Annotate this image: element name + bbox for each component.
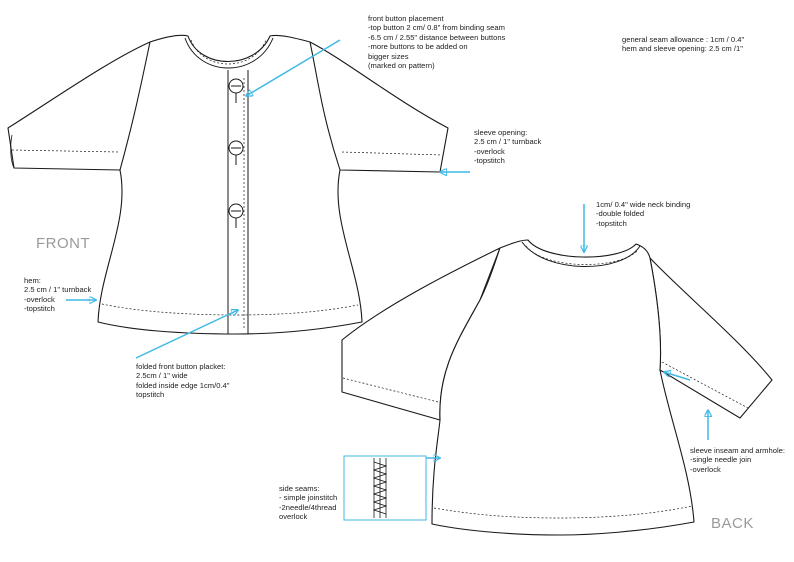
note-line: folded inside edge 1cm/0.4" <box>136 380 230 390</box>
note-line: sleeve opening: <box>474 128 528 137</box>
note-line: -topstitch <box>596 218 627 228</box>
front-buttons <box>228 78 244 228</box>
side-seam-detail-box <box>343 455 427 521</box>
note-hem: hem: 2.5 cm / 1" turnback -overlock -top… <box>24 276 91 314</box>
annotation-arrows <box>66 39 708 458</box>
note-line: general seam allowance : 1cm / 0.4" <box>622 35 745 44</box>
note-line: -more buttons to be added on <box>368 42 468 52</box>
front-label: FRONT <box>36 235 91 252</box>
back-body <box>431 239 695 536</box>
note-line: -overlock <box>24 294 55 304</box>
note-general: general seam allowance : 1cm / 0.4" hem … <box>622 35 744 54</box>
note-line: side seams: <box>279 484 320 493</box>
note-line: bigger sizes <box>368 51 409 61</box>
back-neckline-solid <box>521 241 641 267</box>
note-line: front button placement <box>368 14 444 23</box>
note-line: hem and sleeve opening: 2.5 cm /1" <box>622 44 743 54</box>
note-neck-binding: 1cm/ 0.4" wide neck binding -double fold… <box>596 200 690 228</box>
note-line: folded front button placket: <box>136 362 226 371</box>
note-line: 2.5cm / 1" wide <box>136 371 188 381</box>
note-line: -2needle/4thread <box>279 502 337 512</box>
back-garment <box>341 239 773 536</box>
note-button-placement: front button placement -top button 2 cm/… <box>368 14 505 70</box>
front-stitching <box>11 39 443 330</box>
note-line: -overlock <box>690 464 721 474</box>
note-line: (marked on pattern) <box>368 61 435 71</box>
note-line: -topstitch <box>474 156 505 166</box>
note-line: 1cm/ 0.4" wide neck binding <box>596 200 691 209</box>
note-line: overlock <box>279 512 308 522</box>
note-line: 2.5 cm / 1" turnback <box>474 137 542 147</box>
note-line: sleeve inseam and armhole: <box>690 446 785 455</box>
note-line: -top button 2 cm/ 0.8" from binding seam <box>368 23 505 33</box>
front-body <box>97 34 363 335</box>
note-line: - simple joinstitch <box>279 493 338 503</box>
note-side-seams: side seams: - simple joinstitch -2needle… <box>279 484 337 522</box>
front-neckline-solid <box>10 37 274 334</box>
note-line: -topstitch <box>24 304 55 314</box>
note-line: -double folded <box>596 209 645 219</box>
note-line: -6.5 cm / 2.55" distance between buttons <box>368 32 506 42</box>
back-right-sleeve <box>649 257 773 419</box>
arrow-placket <box>135 310 238 359</box>
note-sleeve-opening: sleeve opening: 2.5 cm / 1" turnback -ov… <box>474 128 541 166</box>
note-line: topstitch <box>136 390 165 400</box>
back-label: BACK <box>711 515 754 532</box>
note-line: hem: <box>24 276 41 285</box>
note-line: -single needle join <box>690 455 752 465</box>
front-garment <box>7 34 449 335</box>
arrow-sleeve-inseam <box>664 372 691 381</box>
note-placket: folded front button placket: 2.5cm / 1" … <box>136 362 229 400</box>
note-line: 2.5 cm / 1" turnback <box>24 285 92 295</box>
arrow-button-placement <box>246 39 341 96</box>
note-line: -overlock <box>474 146 505 156</box>
note-sleeve-inseam: sleeve inseam and armhole: -single needl… <box>690 446 785 474</box>
